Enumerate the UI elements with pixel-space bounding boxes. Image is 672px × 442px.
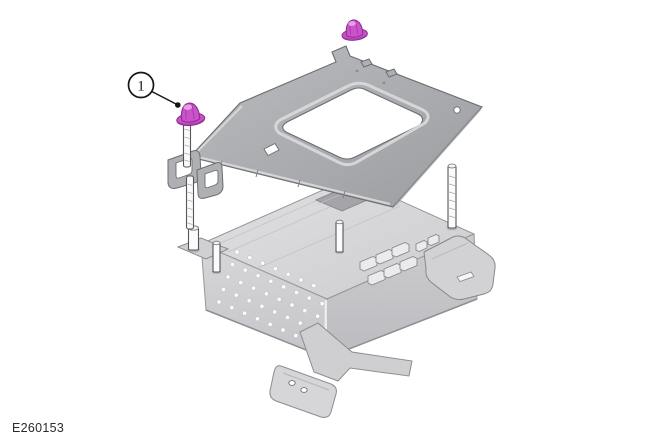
bracket-bead [274, 81, 430, 167]
bracket-ear-2-hole [204, 169, 219, 189]
callout-leader-line [151, 91, 177, 105]
bracket-round-hole [453, 106, 461, 114]
wing-slot-hole [456, 271, 475, 282]
module-bottom-flange [269, 322, 413, 418]
bracket-rect-hole [263, 142, 280, 157]
callout-circle [127, 71, 155, 99]
module-connectors [359, 234, 440, 286]
flange-foot-hole-1 [288, 380, 296, 386]
figure-id-label: E260153 [12, 421, 64, 435]
callout-number: 1 [137, 79, 145, 95]
flange-nut-2 [341, 19, 368, 41]
module-mount-boss [187, 227, 200, 251]
audio-module [176, 163, 496, 418]
mounting-stud-lower [185, 175, 195, 230]
module-stud-right [446, 163, 458, 231]
callout-leader-dot [175, 102, 181, 108]
mounting-stud-upper [182, 120, 192, 168]
flange-nut-1 [176, 102, 206, 127]
module-stud-center [334, 219, 345, 254]
module-stud-left [211, 240, 222, 274]
callout-1: 1 [127, 71, 181, 108]
module-right-wing-bracket [423, 235, 496, 301]
flange-foot-hole-2 [300, 387, 308, 393]
